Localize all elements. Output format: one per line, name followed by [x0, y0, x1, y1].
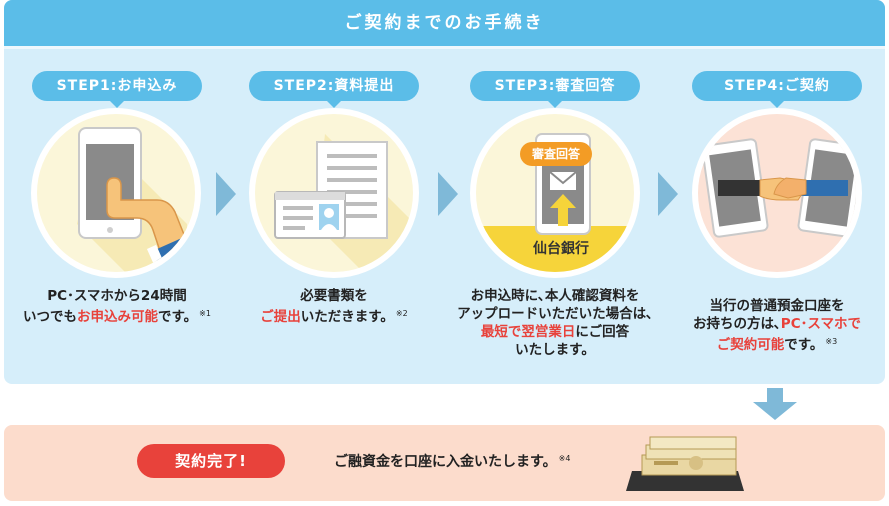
step2-label: STEP2:資料提出 — [249, 71, 419, 108]
step3-text: にご回答 — [575, 324, 630, 340]
step3-line3: 最短で翌営業日にご回答 — [450, 323, 660, 341]
procedure-panel: ご契約までのお手続き STEP1:お申込み PC･スマホから24時間 いつでもお… — [4, 0, 885, 384]
chevron-right-icon — [658, 172, 678, 216]
step3-highlight: 最短で翌営業日 — [480, 324, 576, 340]
step1-illustration — [31, 108, 201, 278]
step4-description: 当行の普通預金口座を お持ちの方は､PC･スマホで ご契約可能です。※3 — [672, 297, 882, 354]
step4-illustration — [692, 108, 862, 278]
handshake-icon — [718, 177, 848, 201]
step4-line1: 当行の普通預金口座を — [709, 298, 845, 314]
step1-note: ※1 — [199, 309, 211, 318]
step4-note: ※3 — [825, 337, 838, 346]
step1-description: PC･スマホから24時間 いつでもお申込み可能です。※1 — [17, 287, 217, 326]
bank-name: 仙台銀行 — [533, 241, 589, 257]
step2-line2: ご提出いただきます。※2 — [234, 305, 434, 326]
step1-text-end: です。 — [158, 309, 198, 325]
step4-line3: ご契約可能です。※3 — [672, 333, 882, 354]
step3-line2: アップロードいただいた場合は､ — [457, 306, 653, 322]
mail-icon — [549, 171, 577, 190]
completion-description: ご融資金を口座に入金いたします。※4 — [334, 451, 570, 471]
step3-line4: いたします。 — [515, 342, 595, 358]
step4-label: STEP4:ご契約 — [692, 71, 862, 108]
completion-note: ※4 — [558, 454, 571, 463]
step4-text-end: です。 — [784, 337, 824, 353]
money-stack-icon — [626, 436, 744, 491]
step1-text: いつでも — [23, 309, 78, 325]
chevron-right-icon — [438, 172, 458, 216]
step2-description: 必要書類を ご提出いただきます。※2 — [234, 287, 434, 326]
chevron-right-icon — [216, 172, 236, 216]
step2-note: ※2 — [395, 309, 408, 318]
completion-label: 契約完了! — [137, 444, 285, 478]
step1-line1: PC･スマホから24時間 — [47, 288, 187, 304]
step1-label: STEP1:お申込み — [32, 71, 202, 108]
procedure-title: ご契約までのお手続き — [4, 0, 885, 49]
step3-illustration: 審査回答 仙台銀行 — [470, 108, 640, 278]
completion-banner: 契約完了! ご融資金を口座に入金いたします。※4 — [4, 425, 885, 501]
up-arrow-icon — [550, 194, 576, 226]
step4-line2: お持ちの方は､PC･スマホで — [672, 315, 882, 333]
review-answer-badge: 審査回答 — [520, 142, 592, 166]
step1-highlight: お申込み可能 — [77, 309, 159, 325]
step3-label: STEP3:審査回答 — [470, 71, 640, 108]
completion-text: ご融資金を口座に入金いたします。 — [334, 454, 557, 470]
step2-text: いただきます。 — [300, 309, 394, 325]
id-card-icon — [274, 191, 346, 239]
step3-line1: お申込時に､本人確認資料を — [470, 288, 640, 304]
step2-highlight: ご提出 — [260, 309, 301, 325]
step4-highlight-2: ご契約可能 — [716, 337, 785, 353]
arrow-down-icon — [753, 388, 797, 420]
step2-illustration — [249, 108, 419, 278]
step2-line1: 必要書類を — [300, 288, 368, 304]
step4-highlight: PC･スマホで — [780, 316, 861, 332]
step1-line2: いつでもお申込み可能です。※1 — [17, 305, 217, 326]
step4-text: お持ちの方は､ — [693, 316, 781, 332]
step3-description: お申込時に､本人確認資料を アップロードいただいた場合は､ 最短で翌営業日にご回… — [450, 287, 660, 359]
